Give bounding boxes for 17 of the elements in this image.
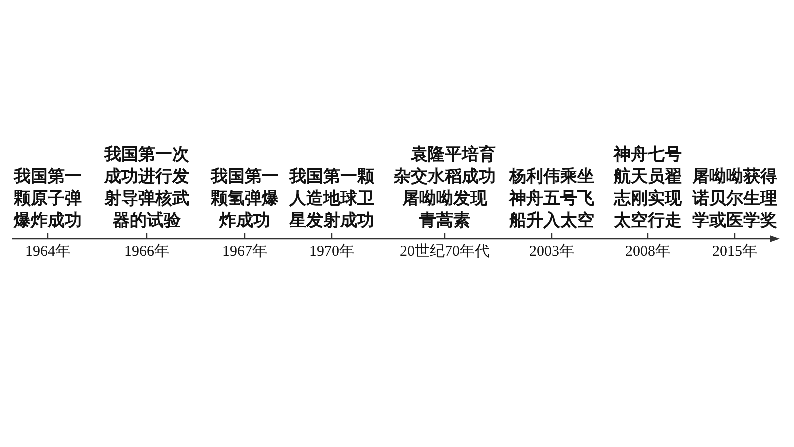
event-text: 屠呦呦发现青蒿素	[402, 188, 488, 232]
event-text: 我国第一颗氢弹爆炸成功	[210, 166, 280, 232]
event-text: 袁隆平培育杂交水稻成功	[394, 144, 496, 188]
event-text: 杨利伟乘坐神舟五号飞船升入太空	[509, 166, 595, 232]
event-text: 屠呦呦获得诺贝尔生理学或医学奖	[692, 166, 778, 232]
event-text: 我国第一次成功进行发射导弹核武器的试验	[104, 144, 190, 232]
year-label: 20世纪70年代	[400, 243, 490, 261]
event-text: 神舟七号航天员翟志刚实现太空行走	[614, 144, 682, 232]
year-label: 2008年	[626, 243, 670, 261]
year-label: 1970年	[310, 243, 354, 261]
year-label: 2003年	[530, 243, 574, 261]
year-label: 1967年	[222, 243, 268, 261]
year-label: 1964年	[26, 243, 70, 261]
event-text: 我国第一颗人造地球卫星发射成功	[289, 166, 375, 232]
year-label: 2015年	[712, 243, 758, 261]
year-label: 1966年	[124, 243, 170, 261]
event-text: 我国第一颗原子弹爆炸成功	[14, 166, 82, 232]
